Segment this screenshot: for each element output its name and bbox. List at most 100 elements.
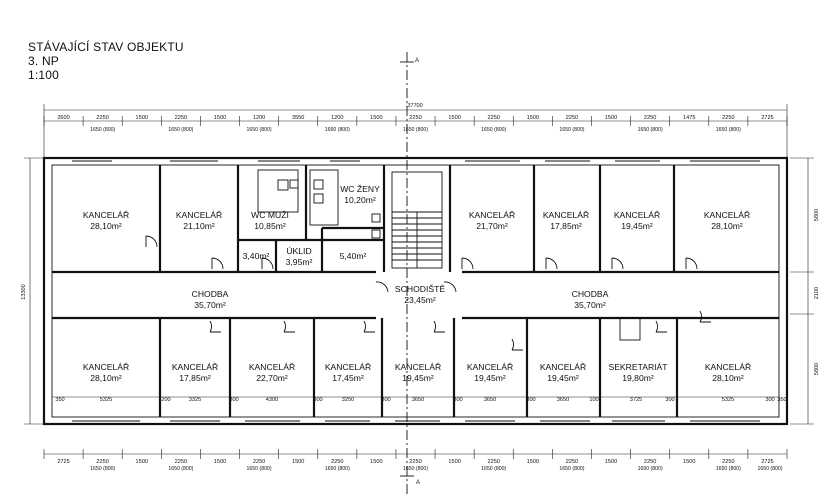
floor-label: 3. NP bbox=[28, 54, 60, 68]
corridor-name-2: CHODBA bbox=[572, 289, 609, 299]
bottom-dim-label: 2250 bbox=[566, 459, 578, 465]
top-room-name-7: KANCELÁŘ bbox=[704, 210, 750, 220]
depth-bottom-wing-label: 5800 bbox=[814, 363, 820, 375]
overall-dimension: 37700 bbox=[43, 103, 788, 158]
top-dim-label: 1500 bbox=[370, 115, 382, 121]
bottom-window-label: 1650 (800) bbox=[638, 466, 663, 472]
overall-dimension-label: 37700 bbox=[407, 103, 423, 109]
bottom-room-name-8: KANCELÁŘ bbox=[705, 362, 751, 372]
bottom-dim-label: 1500 bbox=[292, 459, 304, 465]
service-room-area-0: 3,40m² bbox=[243, 251, 270, 261]
top-dim-label: 1500 bbox=[527, 115, 539, 121]
inner-dim-label: 4300 bbox=[266, 397, 278, 403]
section-marker-bottom: A bbox=[416, 480, 420, 486]
top-window-label: 1650 (800) bbox=[481, 127, 506, 133]
bottom-dim-label: 2250 bbox=[644, 459, 656, 465]
top-dim-label: 1200 bbox=[253, 115, 265, 121]
bottom-room-area-1: 17,85m² bbox=[179, 373, 211, 383]
corridor-area-0: 35,70m² bbox=[194, 300, 226, 310]
bottom-room-name-5: KANCELÁŘ bbox=[467, 362, 513, 372]
top-dim-label: 1200 bbox=[331, 115, 343, 121]
doors bbox=[145, 235, 711, 351]
door-swing bbox=[209, 320, 221, 333]
inner-dim-label: 300 bbox=[313, 397, 322, 403]
bottom-dim-label: 2725 bbox=[57, 459, 69, 465]
bottom-room-name-6: KANCELÁŘ bbox=[540, 362, 586, 372]
wc-fixtures bbox=[257, 169, 381, 239]
inner-dim-label: 100 bbox=[589, 397, 598, 403]
bottom-window-label: 1650 (800) bbox=[168, 466, 193, 472]
top-dim-label: 1500 bbox=[214, 115, 226, 121]
top-window-label: 1650 (800) bbox=[403, 127, 428, 133]
bottom-room-name-7: SEKRETARIÁT bbox=[608, 362, 668, 372]
inner-dim-label: 3725 bbox=[630, 397, 642, 403]
bottom-window-label: 1650 (800) bbox=[757, 466, 782, 472]
top-dim-label: 3550 bbox=[292, 115, 304, 121]
bottom-room-name-3: KANCELÁŘ bbox=[325, 362, 371, 372]
depth-dimension-right: 5800 2100 5800 bbox=[790, 157, 820, 425]
bottom-dim-label: 1500 bbox=[605, 459, 617, 465]
top-dim-label: 2250 bbox=[487, 115, 499, 121]
door-swing bbox=[655, 320, 667, 333]
bottom-room-area-5: 19,45m² bbox=[474, 373, 506, 383]
corridor-area-2: 35,70m² bbox=[574, 300, 606, 310]
bottom-dim-label: 1500 bbox=[448, 459, 460, 465]
bottom-window-label: 1650 (800) bbox=[247, 466, 272, 472]
inner-dim-label: 3250 bbox=[342, 397, 354, 403]
labels-corridor: CHODBA35,70m²SCHODIŠTĚ23,45m²CHODBA35,70… bbox=[192, 284, 609, 310]
inner-dim-label: 3650 bbox=[484, 397, 496, 403]
inner-dim-label: 300 bbox=[765, 397, 774, 403]
top-room-name-2: WC MUŽI bbox=[251, 210, 289, 220]
labels-bottom-rooms: KANCELÁŘ28,10m²KANCELÁŘ17,85m²KANCELÁŘ22… bbox=[83, 362, 751, 383]
top-dim-label: 1500 bbox=[136, 115, 148, 121]
corridor-name-0: CHODBA bbox=[192, 289, 229, 299]
top-room-name-5: KANCELÁŘ bbox=[543, 210, 589, 220]
inner-dim-label: 350 bbox=[55, 397, 64, 403]
top-dim-label: 1500 bbox=[605, 115, 617, 121]
bottom-room-area-0: 28,10m² bbox=[90, 373, 122, 383]
building-outline bbox=[42, 156, 789, 426]
top-room-name-6: KANCELÁŘ bbox=[614, 210, 660, 220]
top-room-name-1: KANCELÁŘ bbox=[176, 210, 222, 220]
top-room-area-3: 10,20m² bbox=[344, 195, 376, 205]
bottom-dim-label: 2250 bbox=[409, 459, 421, 465]
door-swing bbox=[611, 257, 624, 270]
door-swing bbox=[283, 320, 295, 333]
top-dim-label: 2600 bbox=[57, 115, 69, 121]
bottom-room-area-3: 17,45m² bbox=[332, 373, 364, 383]
top-window-label: 1650 (800) bbox=[325, 127, 350, 133]
top-room-area-2: 10,85m² bbox=[254, 221, 286, 231]
service-room-name-1: ÚKLID bbox=[286, 246, 311, 256]
inner-dim-label: 300 bbox=[381, 397, 390, 403]
bottom-window-label: 1650 (800) bbox=[90, 466, 115, 472]
top-room-area-5: 17,85m² bbox=[550, 221, 582, 231]
bottom-dim-label: 2250 bbox=[722, 459, 734, 465]
depth-dimension-left: 13300 bbox=[21, 157, 46, 425]
bottom-dim-label: 2250 bbox=[175, 459, 187, 465]
bottom-window-label: 1650 (800) bbox=[325, 466, 350, 472]
inner-dim-label: 5325 bbox=[722, 397, 734, 403]
bottom-room-name-4: KANCELÁŘ bbox=[395, 362, 441, 372]
top-dim-label: 2250 bbox=[96, 115, 108, 121]
door-swing bbox=[461, 257, 474, 270]
bottom-window-label: 1650 (800) bbox=[716, 466, 741, 472]
depth-total-label: 13300 bbox=[21, 284, 27, 300]
bottom-dim-label: 2725 bbox=[761, 459, 773, 465]
staircase-steps bbox=[392, 211, 442, 268]
bottom-dim-label: 2250 bbox=[487, 459, 499, 465]
door-swing bbox=[375, 281, 389, 293]
inner-dim-label: 350 bbox=[777, 397, 786, 403]
top-dim-label: 2725 bbox=[761, 115, 773, 121]
inner-dim-label: 300 bbox=[453, 397, 462, 403]
bottom-room-name-1: KANCELÁŘ bbox=[172, 362, 218, 372]
top-room-area-0: 28,10m² bbox=[90, 221, 122, 231]
top-window-label: 1650 (800) bbox=[716, 127, 741, 133]
scale-label: 1:100 bbox=[28, 68, 60, 82]
bottom-room-area-7: 19,80m² bbox=[622, 373, 654, 383]
top-room-area-1: 21,10m² bbox=[183, 221, 215, 231]
drawing-title: STÁVAJÍCÍ STAV OBJEKTU bbox=[28, 40, 184, 54]
top-room-name-3: WC ŽENY bbox=[340, 184, 380, 194]
corridor-area-1: 23,45m² bbox=[404, 295, 436, 305]
